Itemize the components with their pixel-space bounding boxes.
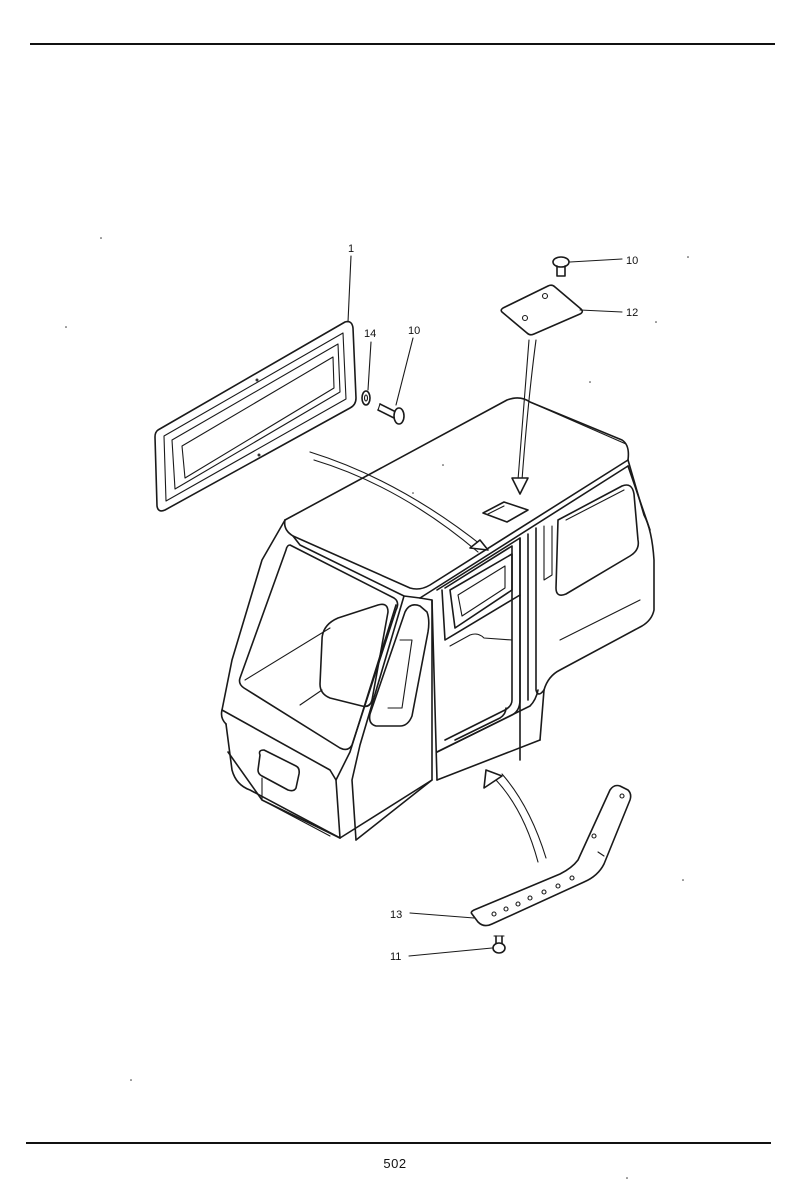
bracket-bolt-part: [492, 935, 506, 954]
top-bolt-part: [552, 256, 570, 277]
callout-14: 14: [364, 328, 376, 340]
scan-specks: [65, 237, 689, 1179]
window-frame-part: [154, 320, 357, 512]
cover-plate-part: [500, 284, 584, 336]
bottom-rule: [26, 1142, 771, 1144]
pointer-arrows: [309, 339, 547, 863]
callout-11: 11: [390, 951, 401, 963]
callout-labels: 1 14 10 10 12 13 11: [348, 243, 638, 963]
bolt-part: [377, 403, 405, 425]
callout-13: 13: [390, 909, 402, 921]
callout-1: 1: [348, 243, 354, 255]
callout-10-window: 10: [408, 325, 420, 337]
callout-12: 12: [626, 307, 638, 319]
step-bracket-part: [470, 784, 632, 927]
leader-lines: [347, 255, 623, 957]
callout-10-roof: 10: [626, 255, 638, 267]
washer-part: [361, 390, 371, 406]
page-number: 502: [383, 1156, 407, 1171]
top-rule: [30, 43, 775, 45]
operator-cab-body: [220, 397, 655, 841]
